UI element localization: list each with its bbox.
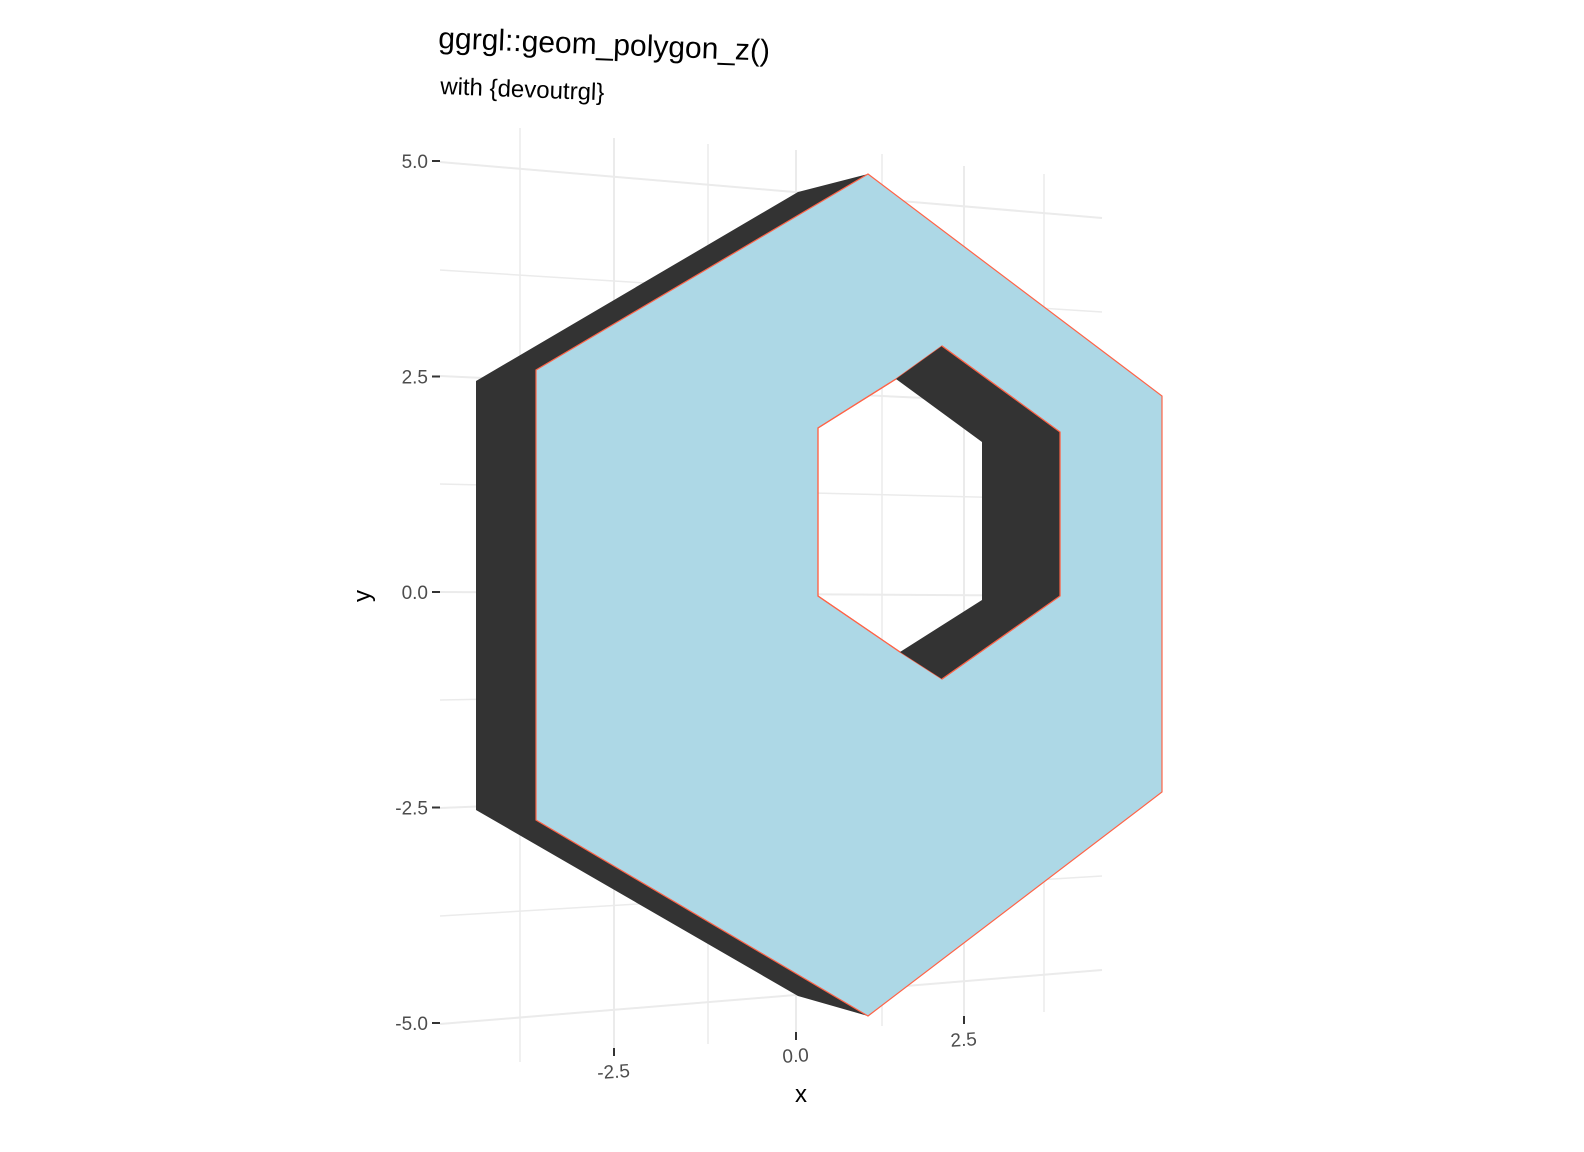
major-gridline-h: [439, 969, 1103, 1025]
x-tick-label: 2.5: [950, 1029, 978, 1052]
y-tick-label: -5.0: [395, 1014, 428, 1035]
chart-subtitle: with {devoutrgl}: [439, 73, 605, 106]
chart-title: ggrgl::geom_polygon_z(): [438, 22, 771, 68]
x-tick-label: 0.0: [782, 1045, 810, 1068]
major-gridline-h: [439, 161, 1103, 219]
hole-extrusion-side: [896, 346, 1060, 679]
x-axis: -2.5 0.0 2.5: [597, 1016, 978, 1084]
hole-outline: [941, 345, 1061, 680]
y-axis: 5.0 2.5 0.0 -2.5 -5.0: [395, 152, 440, 1035]
y-tick-label: 5.0: [402, 152, 428, 173]
hole-outline-front: [817, 378, 901, 653]
y-axis-title: y: [349, 590, 376, 602]
y-tick-label: 2.5: [402, 368, 428, 389]
y-tick-label: -2.5: [395, 799, 428, 820]
x-tick-label: -2.5: [597, 1061, 631, 1084]
y-tick-label: 0.0: [402, 583, 428, 604]
hexagon-polygon-layer: [476, 173, 1163, 1017]
x-axis-title: x: [795, 1081, 807, 1108]
